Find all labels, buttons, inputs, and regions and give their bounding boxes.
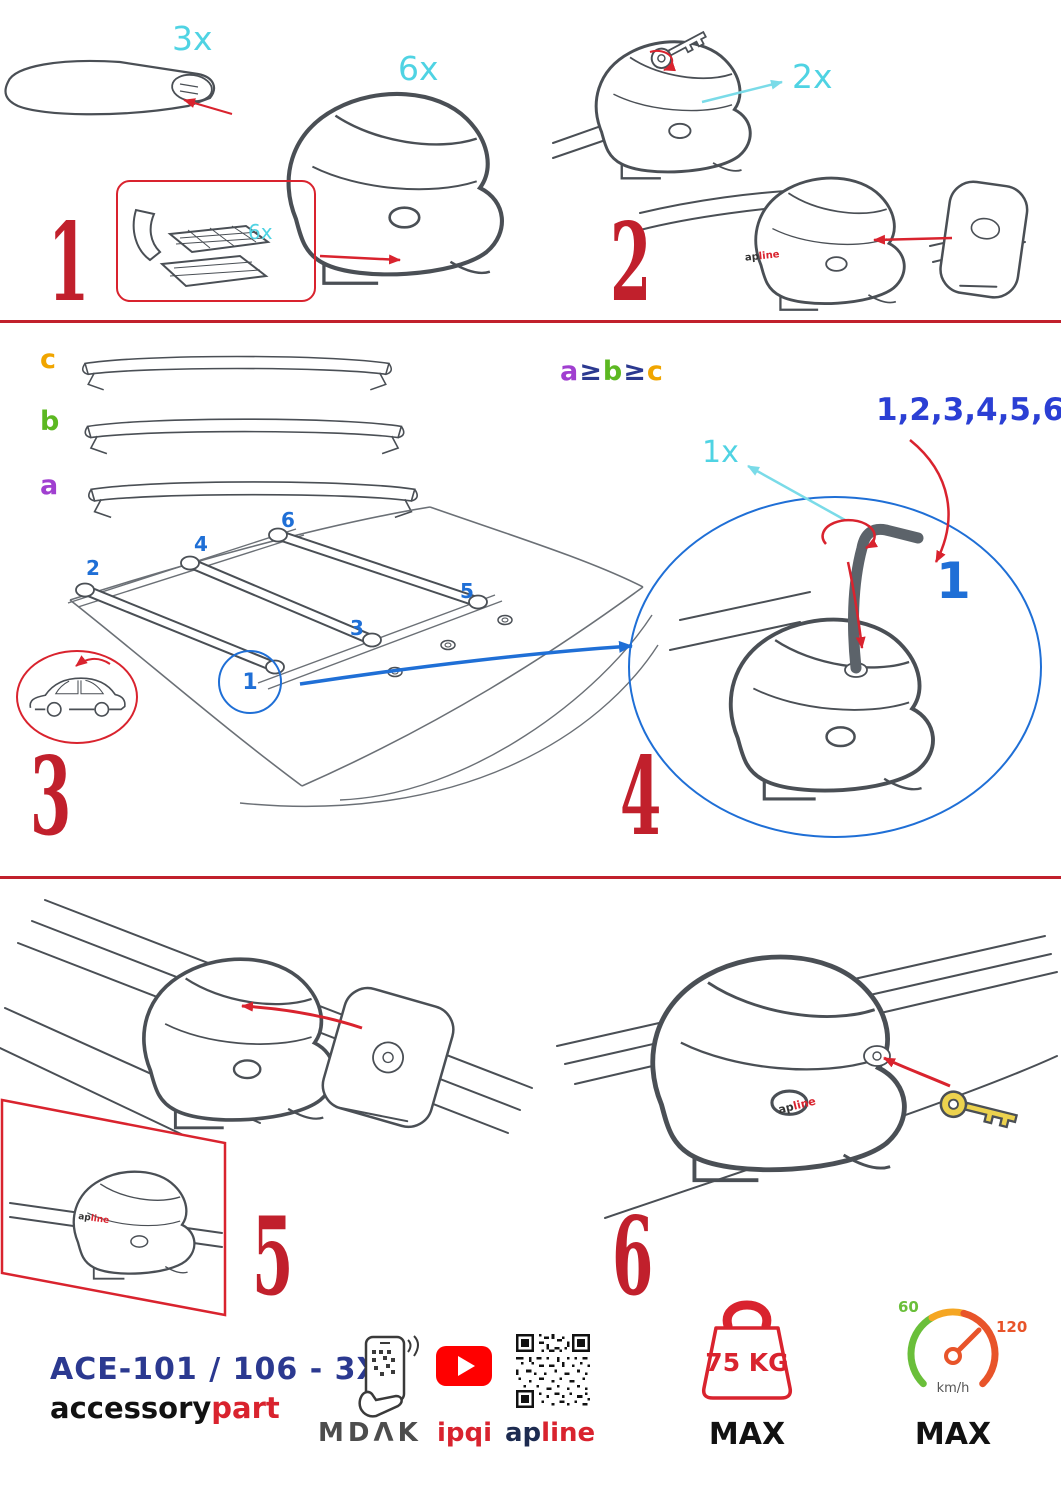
foot-with-key-illustration [552, 25, 752, 180]
speed-unit-label: km/h [936, 1381, 970, 1396]
step3-number: 3 [30, 734, 72, 860]
bar-endcap-illustration [639, 176, 1029, 312]
max-weight-icon [701, 1300, 793, 1400]
weight-max-label: MAX [708, 1417, 786, 1452]
step5-number: 5 [252, 1194, 294, 1320]
zoom-foot-illustration [669, 523, 935, 801]
car-icon [29, 677, 126, 717]
position-1-label: 1 [242, 669, 258, 695]
bar-size-c-label: c [40, 344, 57, 375]
step4-number: 4 [620, 734, 662, 860]
size-order-note: a≥b≥c [560, 356, 664, 387]
car-direction-inset [16, 650, 138, 744]
bar-quantity-label: 3x [172, 19, 213, 58]
crossbar-c-illustration [81, 355, 393, 391]
step6-number: 6 [612, 1194, 654, 1320]
pad-detail-inset [116, 180, 316, 302]
brand-mdak: MDΛK [318, 1418, 422, 1448]
qr-code-icon [516, 1334, 590, 1408]
step2-number: 2 [610, 200, 652, 326]
mounted-foot-inset [0, 1098, 227, 1317]
first-position-label: 1 [936, 552, 971, 610]
key-quantity-label: 2x [792, 57, 833, 96]
step1-number: 1 [48, 200, 90, 326]
mounted-crossbars [75, 527, 488, 675]
lock-cover [321, 986, 455, 1129]
tool-quantity-label: 1x [702, 435, 739, 470]
position-6-label: 6 [281, 508, 295, 532]
brand-ipqi: ipqi [437, 1418, 493, 1448]
pad-quantity-label: 6x [248, 220, 273, 244]
yellow-key-icon [936, 1087, 1020, 1134]
section-divider-2 [0, 876, 1061, 879]
crossbar-b-illustration [84, 418, 405, 455]
youtube-icon [436, 1346, 492, 1386]
loose-pads [387, 614, 513, 678]
foot-quantity-label: 6x [398, 49, 439, 88]
bar-size-b-label: b [40, 406, 60, 437]
scan-phone-icon [358, 1335, 419, 1418]
speedometer-icon [907, 1308, 999, 1388]
position-2-label: 2 [86, 556, 100, 580]
speed-top-label: 120 [996, 1318, 1028, 1336]
key-insert-illustration [556, 935, 1058, 1219]
tightening-order-label: 1,2,3,4,5,6 [876, 392, 1061, 428]
position-1-highlight-circle: 1 [218, 650, 282, 714]
endcap-cover [939, 180, 1029, 299]
bar-size-a-label: a [40, 470, 59, 501]
max-weight-value: 75 KG [705, 1348, 789, 1377]
position-5-label: 5 [460, 579, 474, 603]
brand-accessorypart: accessorypart [50, 1391, 280, 1425]
model-number: ACE-101 / 106 - 3X [50, 1352, 381, 1387]
speed-max-label: MAX [914, 1417, 992, 1452]
position-4-label: 4 [194, 532, 208, 556]
section-divider-1 [0, 320, 1061, 323]
crossbar-profile-illustration [4, 59, 216, 116]
roof-mounting-illustration [67, 506, 659, 807]
position-3-label: 3 [350, 616, 364, 640]
brand-apline: apline [505, 1418, 596, 1448]
speed-min-label: 60 [898, 1298, 919, 1316]
rubber-pad-illustration [132, 208, 271, 288]
